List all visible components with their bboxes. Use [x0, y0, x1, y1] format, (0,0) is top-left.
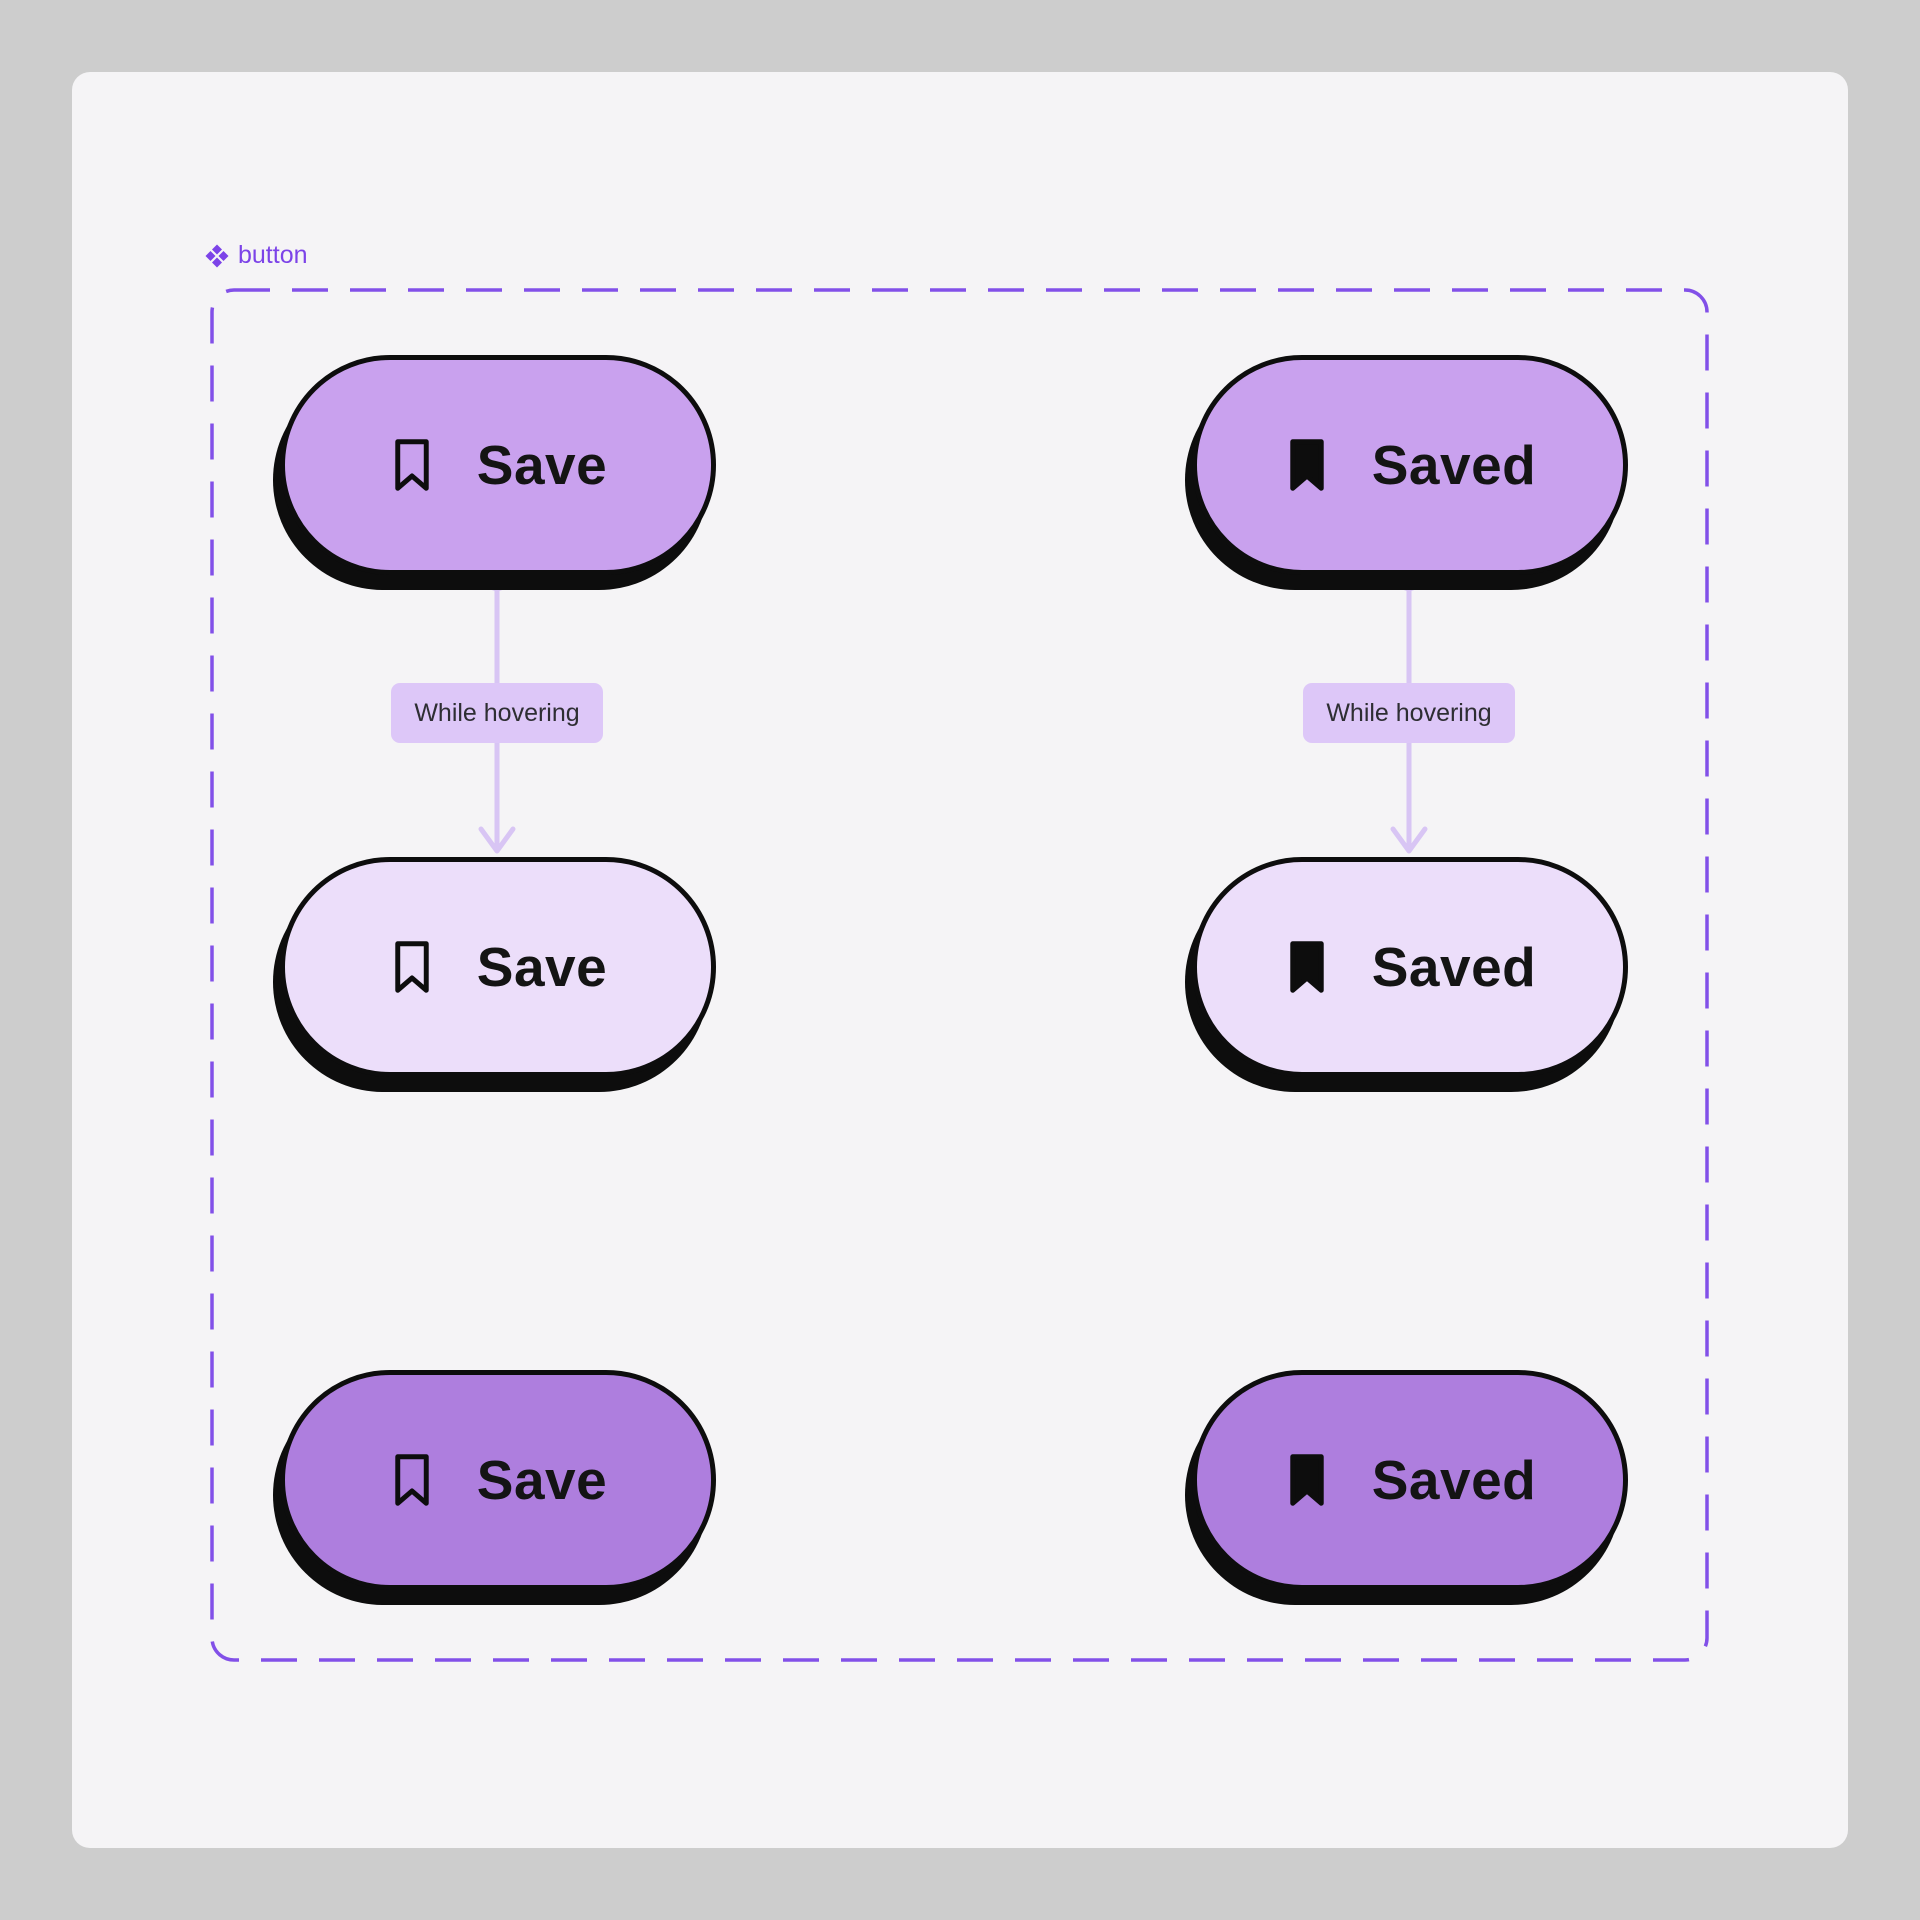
component-set-label[interactable]: button: [205, 243, 308, 268]
button-label: Saved: [1371, 936, 1537, 998]
interaction-chip-label: While hovering: [1326, 698, 1492, 727]
component-set-icon: [205, 244, 229, 267]
interaction-chip-while-hovering[interactable]: While hovering: [1303, 683, 1515, 743]
component-set-name: button: [238, 241, 308, 269]
save-button-pressed[interactable]: Save: [280, 1370, 716, 1590]
saved-button-hover[interactable]: Saved: [1192, 857, 1628, 1077]
bookmark-filled-icon: [1289, 940, 1324, 993]
button-label: Save: [476, 936, 608, 998]
interaction-chip-label: While hovering: [414, 698, 580, 727]
interaction-chip-while-hovering[interactable]: While hovering: [391, 683, 603, 743]
save-button-hover[interactable]: Save: [280, 857, 716, 1077]
bookmark-outline-icon: [395, 940, 429, 993]
bookmark-filled-icon: [1289, 1453, 1324, 1506]
save-button-default[interactable]: Save: [280, 355, 716, 575]
saved-button-default[interactable]: Saved: [1192, 355, 1628, 575]
button-label: Save: [476, 1449, 608, 1511]
bookmark-outline-icon: [395, 438, 429, 491]
saved-button-pressed[interactable]: Saved: [1192, 1370, 1628, 1590]
bookmark-outline-icon: [395, 1453, 429, 1506]
button-label: Save: [476, 434, 608, 496]
bookmark-filled-icon: [1289, 438, 1324, 491]
button-label: Saved: [1371, 1449, 1537, 1511]
button-label: Saved: [1371, 434, 1537, 496]
